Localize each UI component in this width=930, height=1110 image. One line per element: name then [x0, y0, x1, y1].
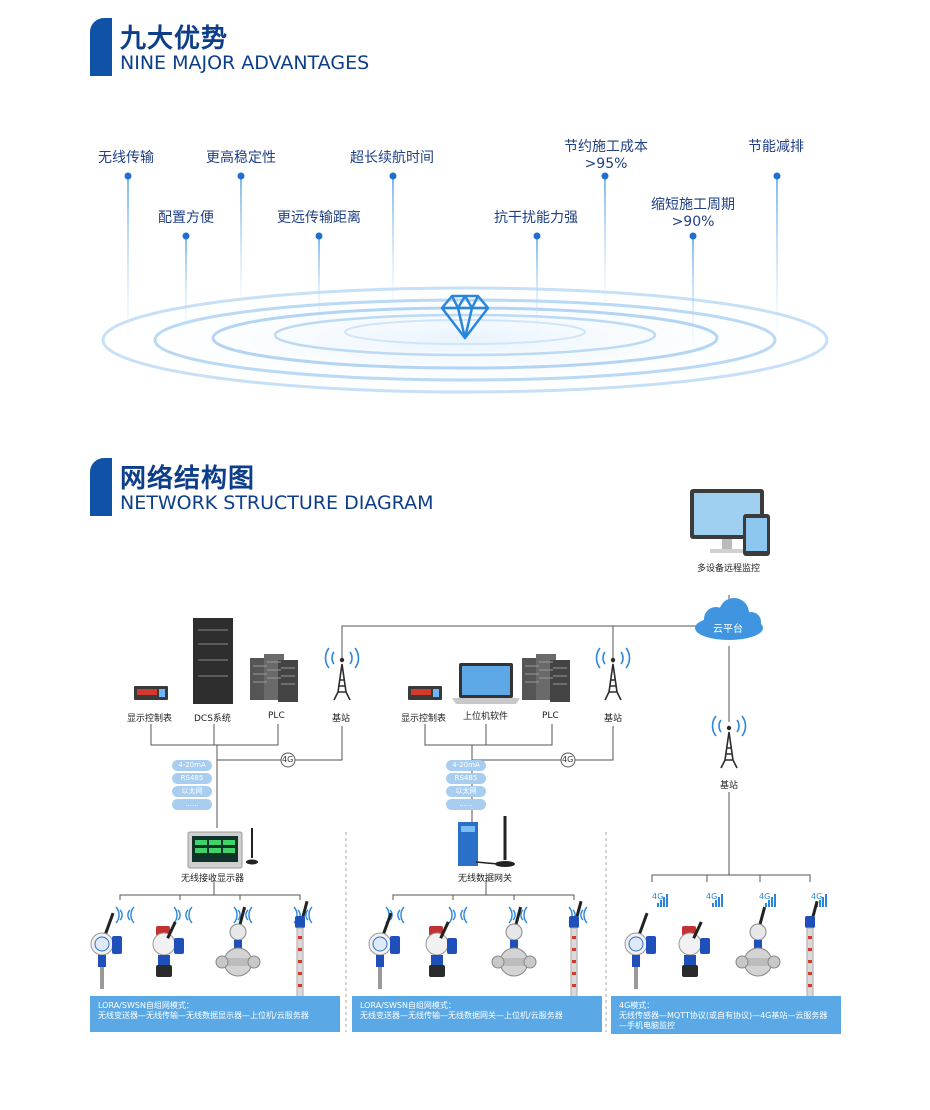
badge-4g-1 [280, 752, 296, 768]
section-title-en: NINE MAJOR ADVANTAGES [120, 52, 370, 74]
display-meter-icon-1 [134, 686, 168, 700]
mode-box-lora-1: LORA/SWSN自组网模式： 无线变送器—无线传输—无线数据显示器—上位机/云… [90, 996, 340, 1032]
g2-label-station: 基站 [604, 714, 623, 724]
g1-pill: 以太网 [172, 786, 212, 797]
ring-inner [344, 319, 586, 345]
g2-pill: 4-20mA [446, 760, 486, 771]
pressure-transmitter-icon [90, 912, 123, 990]
advantage-wireless: 无线传输 [98, 150, 154, 166]
g2-label-software: 上位机软件 [463, 712, 509, 722]
temperature-transmitter-icon [678, 920, 711, 978]
signal-icon [448, 906, 468, 924]
g2-label-plc: PLC [542, 711, 559, 721]
advantages-graphic [85, 172, 845, 400]
g2-pill: RS485 [446, 773, 486, 784]
signal-icon [115, 906, 135, 924]
display-meter-icon-2 [408, 686, 442, 700]
advantage-cost: 节约施工成本>95% [564, 139, 648, 172]
advantage-battery: 超长续航时间 [350, 150, 434, 166]
g1-pill: ...... [172, 799, 212, 810]
diamond-icon [440, 294, 490, 340]
plc-server-icon-2 [521, 653, 571, 703]
section-accent-bar [90, 18, 112, 76]
ring-4 [273, 313, 657, 357]
cloud-label: 云平台 [713, 624, 743, 635]
temperature-transmitter-icon [425, 920, 458, 978]
section-title-en: NETWORK STRUCTURE DIAGRAM [120, 492, 434, 514]
mode-title: LORA/SWSN自组网模式： [98, 1001, 194, 1010]
section-accent-bar [90, 458, 112, 516]
g1-pill: 4-20mA [172, 760, 212, 771]
advantage-anti-interference: 抗干扰能力强 [494, 210, 578, 226]
g3-4g-text: 4G [706, 892, 718, 901]
mode-box-4g: 4G模式： 无线传感器—MQTT协议(或自有协议)—4G基站—云服务器 —手机电… [611, 996, 841, 1034]
badge-4g-2 [560, 752, 576, 768]
advantage-easy-config: 配置方便 [158, 210, 214, 226]
cloud-icon [695, 598, 763, 640]
g2-pill: ...... [446, 799, 486, 810]
advantage-stability: 更高稳定性 [206, 150, 276, 166]
advantage-period: 缩短施工周期>90% [651, 197, 735, 230]
tablet-icon [743, 514, 770, 556]
laptop-icon [452, 663, 520, 704]
plc-server-icon-1 [249, 653, 299, 703]
g3-label-station: 基站 [720, 781, 739, 791]
flowmeter-icon [215, 906, 261, 977]
ring-outer [101, 286, 829, 394]
section-title-cn: 网络结构图 [120, 464, 256, 494]
g2-4g-text: 4G [562, 755, 574, 764]
ring-2 [153, 298, 777, 382]
receiver-display-icon [187, 828, 258, 869]
g3-4g-text: 4G [811, 892, 823, 901]
temperature-transmitter-icon [152, 920, 185, 978]
section-title-cn: 九大优势 [120, 24, 229, 54]
g2-pill: 以太网 [446, 786, 486, 797]
advantage-distance: 更远传输距离 [277, 210, 361, 226]
gateway-icon [458, 816, 515, 867]
mode-title: LORA/SWSN自组网模式： [360, 1001, 456, 1010]
g1-pill: RS485 [172, 773, 212, 784]
g1-label-meter: 显示控制表 [127, 714, 173, 724]
pressure-transmitter-icon [368, 912, 401, 990]
level-gauge-icon [804, 900, 820, 1009]
advantage-dots [124, 172, 781, 240]
advantage-stems [127, 176, 778, 356]
signal-icon [173, 906, 193, 924]
dcs-cabinet-icon [193, 618, 233, 704]
g3-4g-text: 4G [652, 892, 664, 901]
mode-box-lora-2: LORA/SWSN自组网模式： 无线变送器—无线传输—无线数据网关—上位机/云服… [352, 996, 602, 1032]
gateway-label: 无线数据网关 [458, 874, 513, 884]
flowmeter-icon [491, 906, 537, 977]
g3-4g-text: 4G [759, 892, 771, 901]
ring-glow [85, 280, 845, 400]
mode-desc: 无线变送器—无线传输—无线数据显示器—上位机/云服务器 [98, 1011, 309, 1020]
g2-label-meter: 显示控制表 [401, 714, 447, 724]
g1-label-dcs: DCS系统 [194, 714, 231, 724]
mode-title: 4G模式： [619, 1001, 655, 1010]
g1-label-station: 基站 [332, 714, 351, 724]
monitor-label: 多设备远程监控 [697, 564, 761, 574]
base-station-icon-3 [711, 715, 747, 769]
mode-desc: 无线变送器—无线传输—无线数据网关—上位机/云服务器 [360, 1011, 563, 1020]
flowmeter-icon [735, 906, 781, 977]
g1-4g-text: 4G [282, 755, 294, 764]
mode-desc: —手机电脑监控 [619, 1021, 675, 1030]
mode-desc: 无线传感器—MQTT协议(或自有协议)—4G基站—云服务器 [619, 1011, 828, 1020]
g1-label-plc: PLC [268, 711, 285, 721]
pressure-transmitter-icon [624, 912, 657, 990]
receiver-label: 无线接收显示器 [181, 874, 245, 884]
advantage-energy: 节能减排 [748, 139, 804, 155]
